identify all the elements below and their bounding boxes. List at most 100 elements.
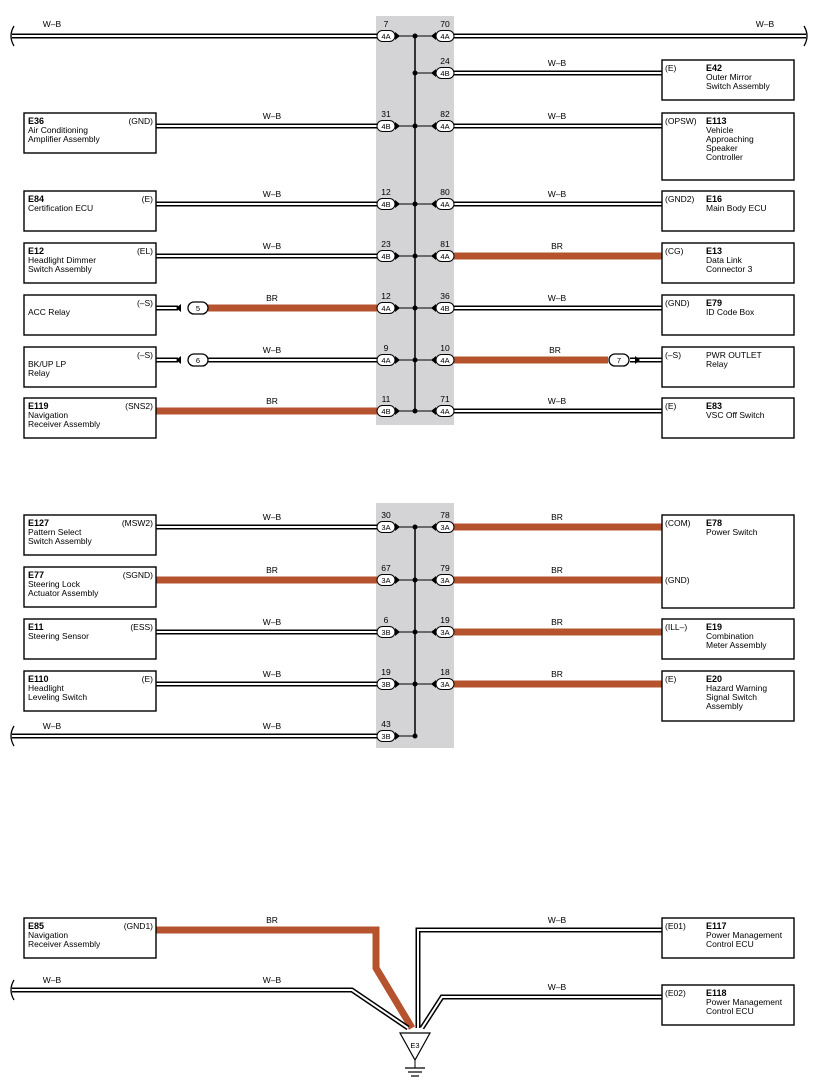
ground-wire: [156, 926, 416, 1030]
pin-number: 82: [440, 109, 450, 119]
connector-label: 3A: [440, 680, 449, 689]
component-code: E78: [706, 518, 722, 528]
connector-oval: [376, 574, 396, 586]
arrow-icon: [395, 122, 400, 130]
ground-wire: [415, 927, 662, 1028]
component-frame: [661, 112, 795, 181]
wire-color-label: W–B: [548, 189, 567, 199]
component-name: Approaching: [706, 134, 754, 144]
wire-color-label: BR: [266, 565, 278, 575]
splice-dot: [412, 123, 418, 129]
wire-color-label: W–B: [548, 982, 567, 992]
component-name: Main Body ECU: [706, 203, 766, 213]
component-name: Power Management: [706, 997, 783, 1007]
wires: [12, 33, 806, 1031]
component-name: Headlight: [28, 683, 65, 693]
connector-3B: 3B: [376, 626, 396, 638]
connector-label: 4A: [440, 252, 449, 261]
wire-color-label: W–B: [43, 19, 62, 29]
connector-label: 4A: [381, 356, 390, 365]
connector-4A: 4A: [435, 120, 455, 132]
component-name: Navigation: [28, 410, 68, 420]
ground-wire: [419, 994, 662, 1030]
connector-4B: 4B: [376, 198, 396, 210]
connector-label: 3A: [381, 576, 390, 585]
component-code: E77: [28, 570, 44, 580]
terminal-label: (GND): [128, 116, 153, 126]
component-name: Steering Lock: [28, 579, 81, 589]
component-name: Assembly: [706, 701, 744, 711]
terminal-label: (E): [142, 194, 154, 204]
offpage-brace-icon: [803, 25, 808, 47]
connector-label: 3B: [381, 628, 390, 637]
wire-color-label: W–B: [548, 111, 567, 121]
splice-dot: [412, 681, 418, 687]
ground-symbol-icon: E3: [398, 1032, 432, 1077]
component-name: Controller: [706, 152, 743, 162]
connector-label: 4A: [440, 356, 449, 365]
component-name: ID Code Box: [706, 307, 755, 317]
connector-3A: 3A: [435, 626, 455, 638]
component-name: Air Conditioning: [28, 125, 88, 135]
component-name: Actuator Assembly: [28, 588, 99, 598]
connector-label: 4A: [440, 407, 449, 416]
wire-color-label: BR: [551, 617, 563, 627]
arrow-icon: [176, 304, 181, 312]
pin-number: 78: [440, 510, 450, 520]
component-name: PWR OUTLET: [706, 350, 762, 360]
arrow-icon: [395, 576, 400, 584]
connector-oval: [435, 354, 455, 366]
arrow-icon: [395, 200, 400, 208]
ground-label: E3: [410, 1041, 419, 1050]
connector-label: 4A: [440, 32, 449, 41]
wire-color-label: W–B: [43, 975, 62, 985]
arrow-icon: [395, 304, 400, 312]
terminal-label: (E02): [665, 988, 686, 998]
pin-number: 18: [440, 667, 450, 677]
connector-oval: [376, 730, 396, 742]
pin-number: 31: [381, 109, 391, 119]
pin-number: 10: [440, 343, 450, 353]
arrow-icon: [431, 252, 436, 260]
component-frame: [23, 670, 157, 712]
pin-number: 19: [381, 667, 391, 677]
connector-label: 4B: [440, 69, 449, 78]
connector-3A: 3A: [435, 678, 455, 690]
component-frame: [661, 59, 795, 101]
splice-dot: [412, 305, 418, 311]
ground-wire-core: [417, 929, 662, 1028]
connector-4A: 4A: [435, 354, 455, 366]
connector-4A: 4A: [376, 354, 396, 366]
component-frame: [661, 397, 795, 439]
wire-color-label: BR: [266, 915, 278, 925]
wire-color-label: W–B: [43, 721, 62, 731]
connector-4B: 4B: [376, 405, 396, 417]
component-frame: [661, 242, 795, 284]
connector-oval: [376, 302, 396, 314]
connector-label: 4A: [440, 200, 449, 209]
pin-number: 79: [440, 563, 450, 573]
connector-3A: 3A: [376, 521, 396, 533]
pin-number: 80: [440, 187, 450, 197]
component-name: Combination: [706, 631, 754, 641]
connector-oval: [435, 120, 455, 132]
splice-oval: [608, 353, 630, 367]
connector-4A: 4A: [435, 250, 455, 262]
component-box: (OPSW)E113VehicleApproachingSpeakerContr…: [661, 112, 795, 181]
arrow-icon: [431, 32, 436, 40]
terminal-label: (COM): [665, 518, 691, 528]
terminal-label: (MSW2): [122, 518, 153, 528]
connector-oval: [435, 626, 455, 638]
connector-4B: 4B: [376, 250, 396, 262]
component-frame: [23, 397, 157, 439]
pin-number: 19: [440, 615, 450, 625]
terminal-label: (OPSW): [665, 116, 697, 126]
component-name: Receiver Assembly: [28, 419, 101, 429]
component-frame: [661, 346, 795, 388]
connector-label: 4A: [381, 304, 390, 313]
